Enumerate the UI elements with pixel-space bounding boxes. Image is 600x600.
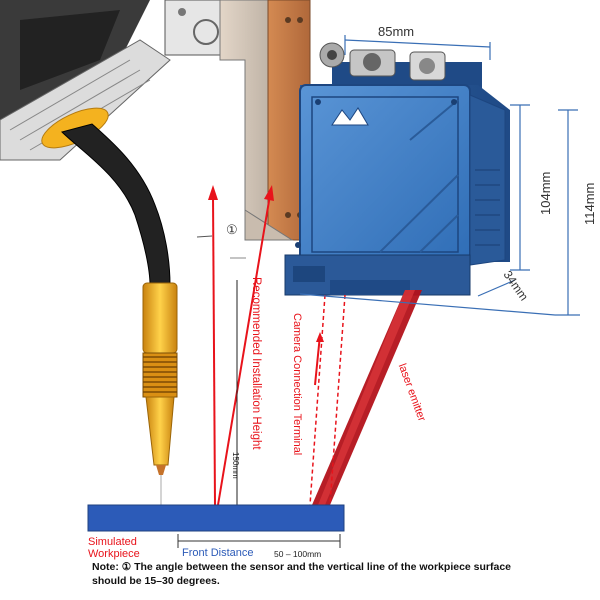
recommended-height-label: Recommended Installation Height [250,277,262,450]
height-total-dimension-label: 114mm [582,182,597,225]
angle-marker: ① [226,222,238,237]
front-distance-arrow [177,534,341,548]
workpiece [87,504,345,532]
angle-arrows [196,185,274,506]
workpiece-label-line2: Workpiece [88,548,140,560]
camera-terminal-label: Camera Connection Terminal [291,313,303,456]
camera-field-lines [309,294,346,506]
front-distance-label: Front Distance [182,547,254,559]
width-dimension-label: 85mm [378,24,415,39]
height-body-dimension-label: 104mm [538,171,553,215]
recommended-height-value: 150mm [231,452,240,479]
dimension-lines [299,35,580,316]
front-distance-value: 50 – 100mm [274,549,322,559]
workpiece-label-line1: Simulated [88,536,137,548]
welding-torch [41,107,178,508]
brand-logo-icon [331,107,369,126]
laser-beam [312,290,422,505]
installation-note: Note: ① The angle between the sensor and… [92,561,512,587]
mounting-bracket [219,0,311,241]
robot-arm [0,0,226,161]
connector-icon [319,42,446,81]
laser-sensor-body [284,62,510,296]
